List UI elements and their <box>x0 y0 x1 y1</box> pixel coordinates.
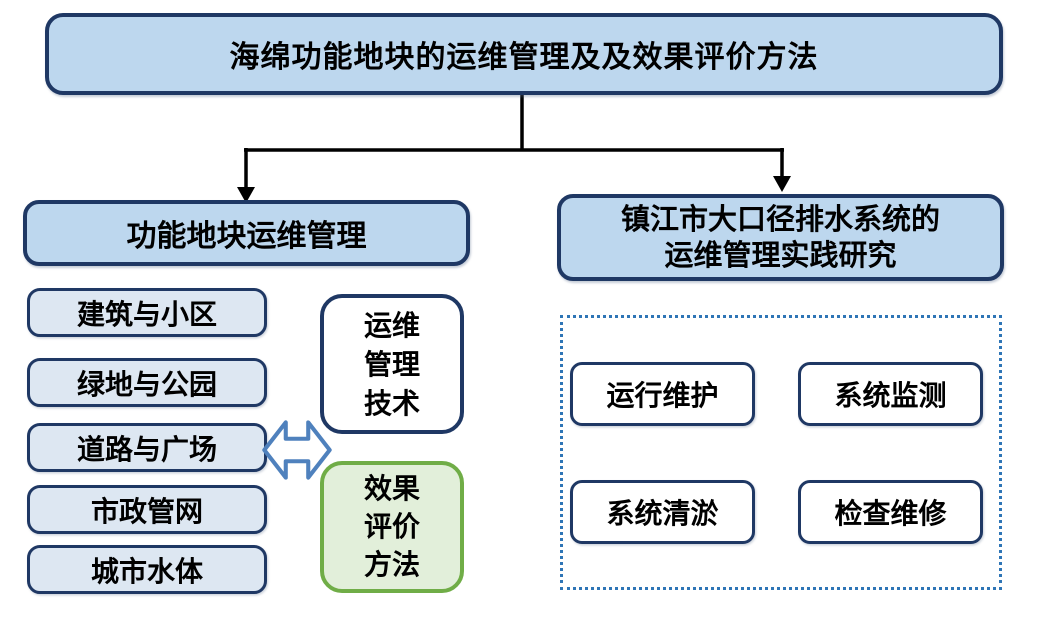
ops-management-tech-node: 运维 管理 技术 <box>320 294 464 434</box>
left-branch-heading: 功能地块运维管理 <box>23 200 470 266</box>
effect-evaluation-node: 效果 评价 方法 <box>320 461 464 593</box>
right-item-label: 系统监测 <box>834 380 947 411</box>
list-item-label: 市政管网 <box>90 495 203 527</box>
right-item-operation-maintenance: 运行维护 <box>570 362 755 426</box>
eval-line: 方法 <box>363 549 420 580</box>
tech-line: 运维 <box>363 309 420 341</box>
right-branch-heading-line2: 运维管理实践研究 <box>664 239 897 272</box>
list-item-label: 建筑与小区 <box>76 298 217 330</box>
list-item-label: 道路与广场 <box>76 433 217 465</box>
list-item-label: 城市水体 <box>90 555 203 587</box>
right-branch-heading: 镇江市大口径排水系统的 运维管理实践研究 <box>557 194 1004 281</box>
list-item-roads: 道路与广场 <box>27 423 267 472</box>
right-item-system-monitoring: 系统监测 <box>798 362 983 426</box>
eval-line: 评价 <box>363 511 420 542</box>
tech-line: 管理 <box>363 348 420 380</box>
list-item-buildings: 建筑与小区 <box>27 288 267 337</box>
left-branch-heading-label: 功能地块运维管理 <box>126 220 367 253</box>
right-branch-heading-line1: 镇江市大口径排水系统的 <box>620 203 940 236</box>
list-item-greenspace: 绿地与公园 <box>27 358 267 407</box>
right-item-inspection-repair: 检查维修 <box>798 480 983 544</box>
right-item-label: 检查维修 <box>834 498 947 529</box>
double-arrow-icon <box>262 420 332 480</box>
root-title: 海绵功能地块的运维管理及及效果评价方法 <box>229 41 819 74</box>
arrowhead-down-icon <box>773 176 791 192</box>
right-item-label: 系统清淤 <box>606 498 719 529</box>
eval-line: 效果 <box>363 473 420 504</box>
list-item-label: 绿地与公园 <box>76 368 217 400</box>
right-item-label: 运行维护 <box>606 380 719 411</box>
list-item-pipes: 市政管网 <box>27 485 267 534</box>
right-branch-dotted-container <box>560 315 1002 590</box>
tech-line: 技术 <box>363 387 420 419</box>
right-item-system-desilting: 系统清淤 <box>570 480 755 544</box>
root-node: 海绵功能地块的运维管理及及效果评价方法 <box>45 13 1003 95</box>
list-item-waterbodies: 城市水体 <box>27 545 267 594</box>
